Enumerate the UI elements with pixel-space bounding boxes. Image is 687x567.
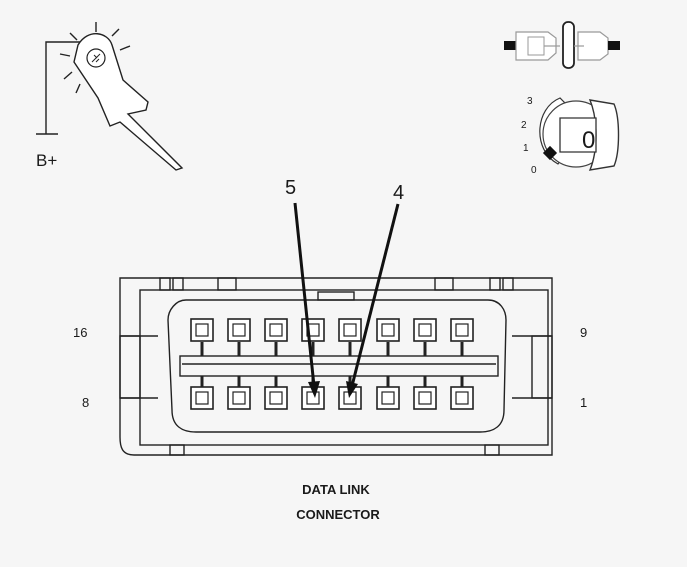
terminal-pin [418, 323, 432, 337]
terminal-cavity [227, 386, 251, 410]
terminal-pin [269, 391, 283, 405]
terminal-pin [381, 391, 395, 405]
ignition-position-3: 3 [527, 96, 533, 107]
terminal-cavity [227, 318, 251, 342]
callout-label-4: 4 [393, 182, 404, 204]
terminal-cavity [264, 386, 288, 410]
terminal-pin [455, 323, 469, 337]
dlc-terminals [190, 318, 474, 410]
pin-label-9: 9 [580, 325, 587, 340]
test-light-probe-icon [36, 22, 184, 171]
terminal-cavity [376, 386, 400, 410]
terminal-cavity [413, 318, 437, 342]
terminal-cavity [264, 318, 288, 342]
terminal-cavity [376, 318, 400, 342]
ignition-key-icon [539, 97, 620, 171]
terminal-cavity [413, 386, 437, 410]
dlc-housing [119, 277, 553, 456]
terminal-pin [195, 391, 209, 405]
terminal-pin [232, 391, 246, 405]
pin-label-8: 8 [82, 395, 89, 410]
terminal-pin [343, 323, 357, 337]
terminal-cavity [450, 318, 474, 342]
terminal-pin [195, 323, 209, 337]
terminal-cavity [190, 386, 214, 410]
connector-caption-line1: DATA LINK [302, 482, 370, 497]
callout-arrow-4 [346, 203, 400, 398]
terminal-cavity [450, 386, 474, 410]
terminal-pin [269, 323, 283, 337]
callout-arrow-5 [293, 202, 320, 398]
pin-label-16: 16 [73, 325, 87, 340]
ignition-position-0: 0 [531, 165, 537, 176]
callout-label-5: 5 [285, 177, 296, 199]
ignition-key-label: 0 [582, 127, 595, 154]
terminal-pin [381, 323, 395, 337]
ignition-position-1: 1 [523, 143, 529, 154]
ignition-connector-icon [504, 21, 620, 69]
terminal-pin [455, 391, 469, 405]
ignition-position-2: 2 [521, 120, 527, 131]
probe-label: B+ [36, 151, 57, 170]
pin-label-1: 1 [580, 395, 587, 410]
terminal-pin [418, 391, 432, 405]
connector-caption-line2: CONNECTOR [296, 507, 380, 522]
terminal-pin [232, 323, 246, 337]
terminal-cavity [338, 318, 362, 342]
terminal-cavity [301, 318, 325, 342]
terminal-cavity [190, 318, 214, 342]
